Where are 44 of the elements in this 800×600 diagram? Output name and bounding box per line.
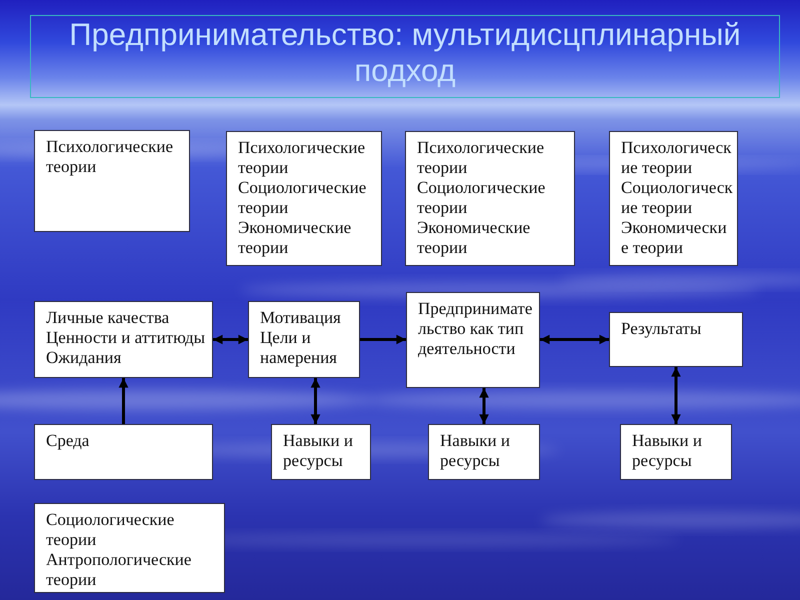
node-text: Психологические теории — [238, 138, 366, 178]
text-box — [405, 131, 575, 266]
arrow — [360, 334, 406, 344]
node-text: Антропологические теории — [46, 550, 192, 590]
node-text: Мотивация — [260, 308, 342, 328]
double-arrow — [479, 388, 489, 424]
node-text: Экономические теории — [238, 218, 352, 258]
text-box — [609, 312, 743, 367]
text-box — [34, 130, 190, 232]
text-box — [609, 131, 738, 266]
node-text: Предпринимательство как тип деятельности — [418, 299, 534, 359]
node-text: Личные качества — [46, 308, 170, 328]
node-text: Психологические теории — [417, 138, 546, 178]
node-text: Навыки и ресурсы — [632, 431, 703, 471]
double-arrow — [540, 334, 609, 344]
node-text: Навыки и ресурсы — [283, 431, 354, 471]
text-box — [226, 131, 382, 266]
arrow — [118, 378, 128, 424]
double-arrow — [671, 367, 681, 424]
node-text: Психологические теории — [46, 137, 174, 177]
node-text: Навыки и ресурсы — [440, 431, 511, 471]
text-box — [428, 424, 540, 480]
node-text: Результаты — [621, 319, 702, 339]
text-box — [34, 301, 213, 378]
text-box — [271, 424, 371, 480]
node-text: Социологические теории — [238, 178, 368, 218]
title: Предпринимательство: мультидисцплинарный подход — [68, 17, 742, 89]
node-text: Социологические теории — [46, 510, 176, 550]
node-text: Социологические теории — [621, 178, 733, 218]
text-box — [248, 301, 360, 378]
node-text: Среда — [46, 431, 90, 451]
text-box — [406, 292, 540, 388]
text-box — [620, 424, 732, 480]
double-arrow — [213, 334, 248, 344]
node-text: Социологические теории — [417, 178, 546, 218]
node-text: Психологические теории — [621, 138, 732, 178]
node-text: Цели и намерения — [260, 328, 338, 368]
node-text: Ценности и аттитюды — [46, 328, 206, 348]
node-text: Экономические теории — [621, 218, 728, 258]
text-box — [34, 503, 225, 593]
node-text: Экономические теории — [417, 218, 532, 258]
text-box — [34, 424, 213, 480]
node-text: Ожидания — [46, 348, 122, 368]
double-arrow — [310, 378, 320, 424]
